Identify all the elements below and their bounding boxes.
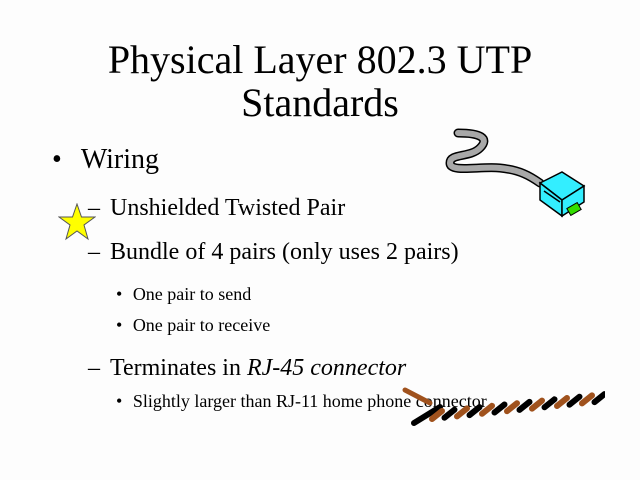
rj45-cable-icon bbox=[445, 128, 586, 218]
bullet-terminates: – Terminates in RJ-45 connector bbox=[88, 355, 406, 382]
wire-twist bbox=[529, 397, 545, 412]
wire-twist bbox=[541, 396, 558, 411]
bullet-send: • One pair to send bbox=[116, 284, 251, 305]
bullet-text: Terminates in bbox=[110, 355, 247, 381]
wire-twist bbox=[479, 402, 495, 417]
bullet-text: Unshielded Twisted Pair bbox=[110, 195, 346, 221]
bullet-marker: – bbox=[88, 195, 100, 221]
title-line-1: Physical Layer 802.3 UTP bbox=[107, 37, 533, 82]
wire-twist bbox=[591, 391, 605, 406]
wire-twist bbox=[566, 393, 583, 408]
wire-twist bbox=[516, 398, 533, 413]
bullet-text: One pair to send bbox=[132, 284, 252, 304]
wire-twist bbox=[491, 401, 508, 416]
bullet-marker: • bbox=[116, 284, 123, 304]
wire-twist bbox=[554, 395, 570, 409]
bullet-text: Wiring bbox=[80, 144, 160, 175]
bullet-marker: – bbox=[88, 239, 100, 265]
bullet-marker: • bbox=[52, 144, 62, 175]
bullet-marker: • bbox=[116, 391, 123, 411]
wire-twist bbox=[504, 400, 520, 415]
bullet-wiring: • Wiring bbox=[52, 144, 159, 176]
wire-twist bbox=[454, 405, 470, 420]
bullet-marker: – bbox=[88, 355, 100, 381]
wire-twist bbox=[429, 408, 445, 422]
star-icon bbox=[58, 203, 96, 241]
title-line-2: Standards bbox=[241, 80, 399, 125]
bullet-larger: • Slightly larger than RJ-11 home phone … bbox=[116, 391, 487, 412]
bullet-receive: • One pair to receive bbox=[116, 315, 270, 336]
wire-twist bbox=[441, 406, 458, 421]
wire-twist bbox=[579, 392, 595, 407]
bullet-text: One pair to receive bbox=[132, 315, 271, 335]
bullet-bundle: – Bundle of 4 pairs (only uses 2 pairs) bbox=[88, 239, 459, 266]
slide-title: Physical Layer 802.3 UTP Standards bbox=[0, 38, 640, 124]
bullet-text: Bundle of 4 pairs (only uses 2 pairs) bbox=[110, 239, 459, 265]
twisted-pair-icon bbox=[402, 387, 605, 426]
bullet-text-italic: RJ-45 connector bbox=[246, 355, 407, 381]
bullet-text: Slightly larger than RJ-11 home phone co… bbox=[132, 391, 487, 411]
bullet-utp: – Unshielded Twisted Pair bbox=[88, 195, 345, 222]
wire-twist bbox=[466, 404, 483, 419]
bullet-marker: • bbox=[116, 315, 123, 335]
